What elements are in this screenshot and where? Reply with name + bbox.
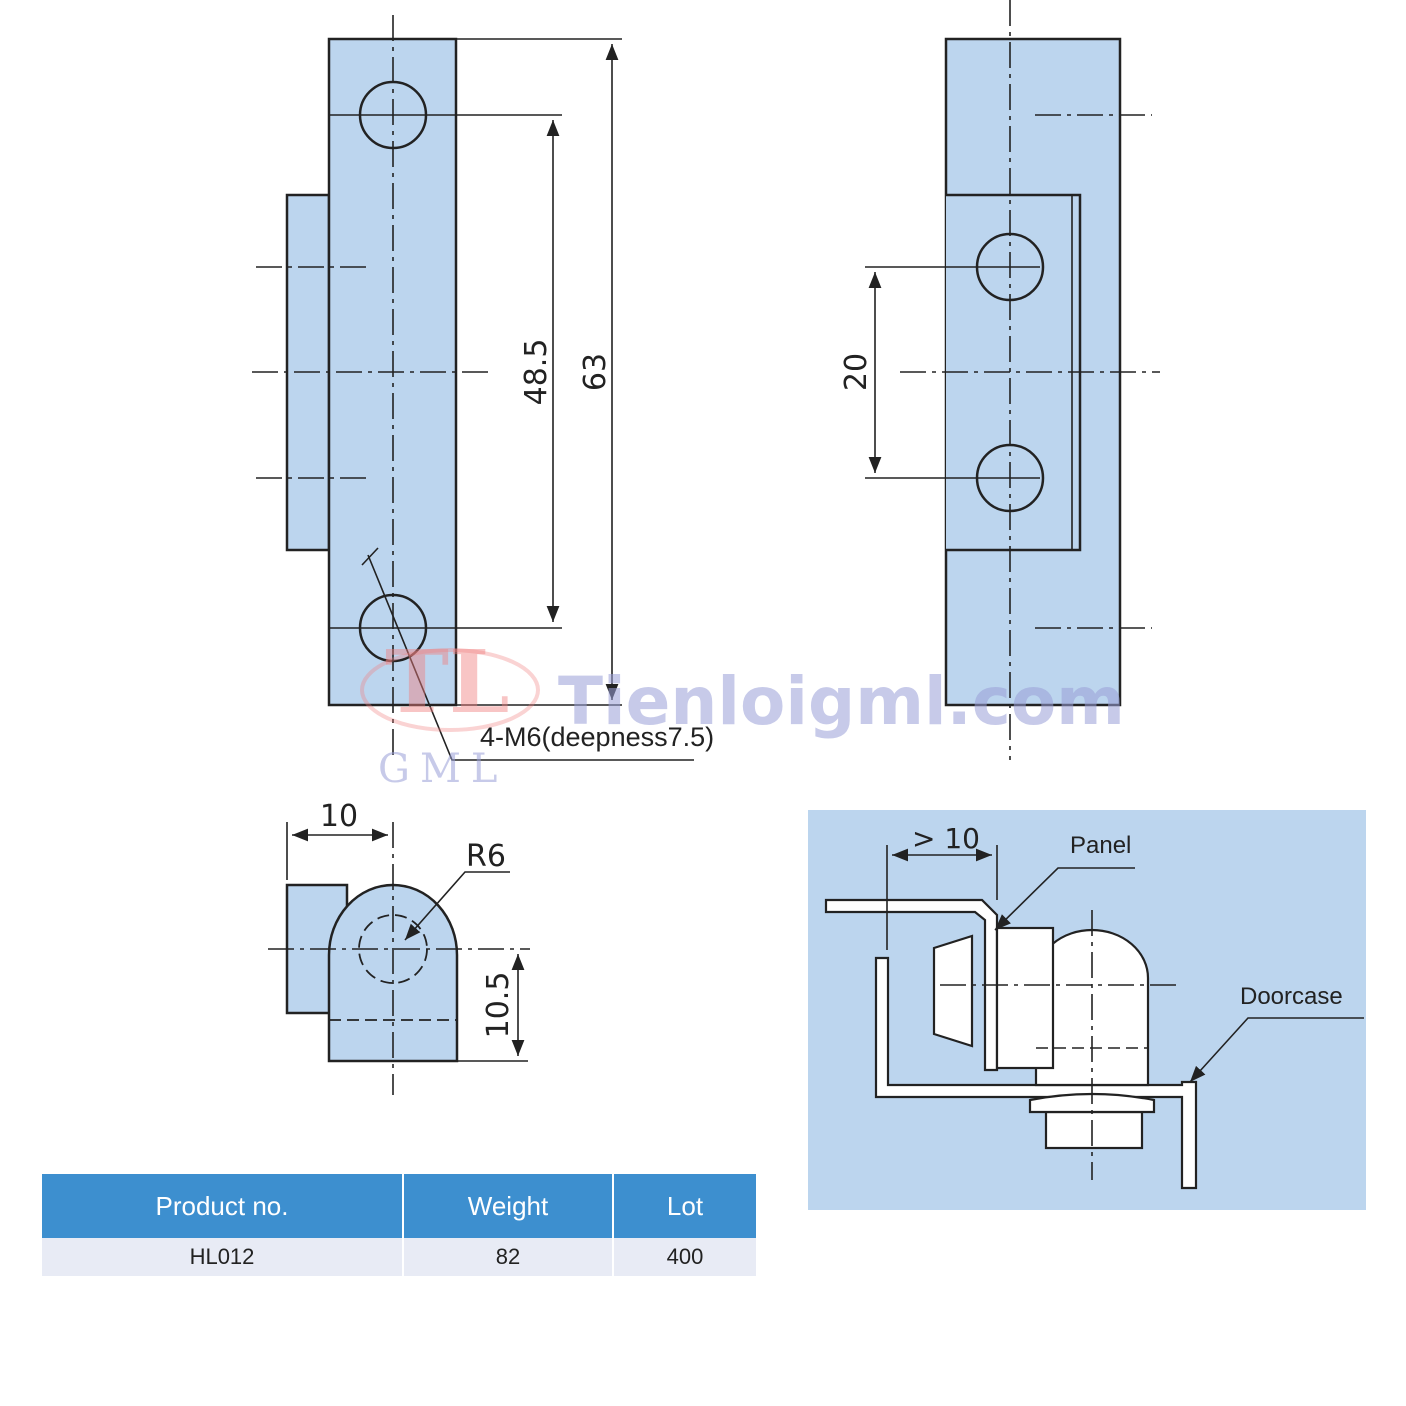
thread-leader bbox=[367, 554, 694, 761]
thread-note: 4-M6(deepness7.5) bbox=[480, 722, 714, 752]
dim-plate-hole-spacing: 20 bbox=[839, 353, 874, 391]
header-lot: Lot bbox=[666, 1190, 704, 1221]
watermark-sub: GML bbox=[378, 746, 507, 792]
dim-overall-length: 63 bbox=[578, 353, 613, 391]
doorcase-leader bbox=[1189, 1017, 1364, 1083]
table-row: HL012 82 400 bbox=[42, 1238, 756, 1276]
panel-screw-head bbox=[932, 934, 974, 1048]
side-centerlines bbox=[865, 0, 1160, 760]
table-header-row: Product no. Weight Lot bbox=[42, 1174, 756, 1238]
install-gap: > 10 bbox=[912, 822, 980, 855]
cell-product-no: HL012 bbox=[42, 1238, 404, 1276]
dim-height: 10.5 bbox=[481, 972, 516, 1039]
dim-center-hole-spacing: 48.5 bbox=[519, 339, 554, 406]
panel-sheet bbox=[824, 898, 999, 1072]
dim-offset: 10 bbox=[320, 799, 358, 834]
watermark-site: Tienloigml.com bbox=[558, 663, 1125, 740]
doorcase-screw-head bbox=[1044, 1110, 1144, 1150]
top-view-dims bbox=[268, 822, 530, 1095]
header-weight: Weight bbox=[403, 1174, 614, 1238]
front-centerlines bbox=[252, 15, 694, 761]
watermark: TL Tienloigml.com GML bbox=[360, 632, 1125, 792]
hinge-plate bbox=[995, 926, 1055, 1070]
cell-lot: 400 bbox=[666, 1244, 704, 1269]
dim-radius: R6 bbox=[466, 839, 506, 874]
radius-leader bbox=[404, 871, 510, 941]
panel-leader bbox=[994, 867, 1135, 931]
doorcase-label: Doorcase bbox=[1240, 983, 1343, 1010]
product-table: Product no. Weight Lot HL012 82 400 bbox=[42, 1174, 756, 1276]
cell-weight: 82 bbox=[403, 1238, 614, 1276]
installation-view bbox=[808, 810, 1366, 1210]
panel-label: Panel bbox=[1070, 832, 1131, 859]
header-product-no: Product no. bbox=[42, 1174, 404, 1238]
top-view bbox=[285, 883, 459, 1063]
watermark-logo: TL bbox=[385, 632, 509, 733]
